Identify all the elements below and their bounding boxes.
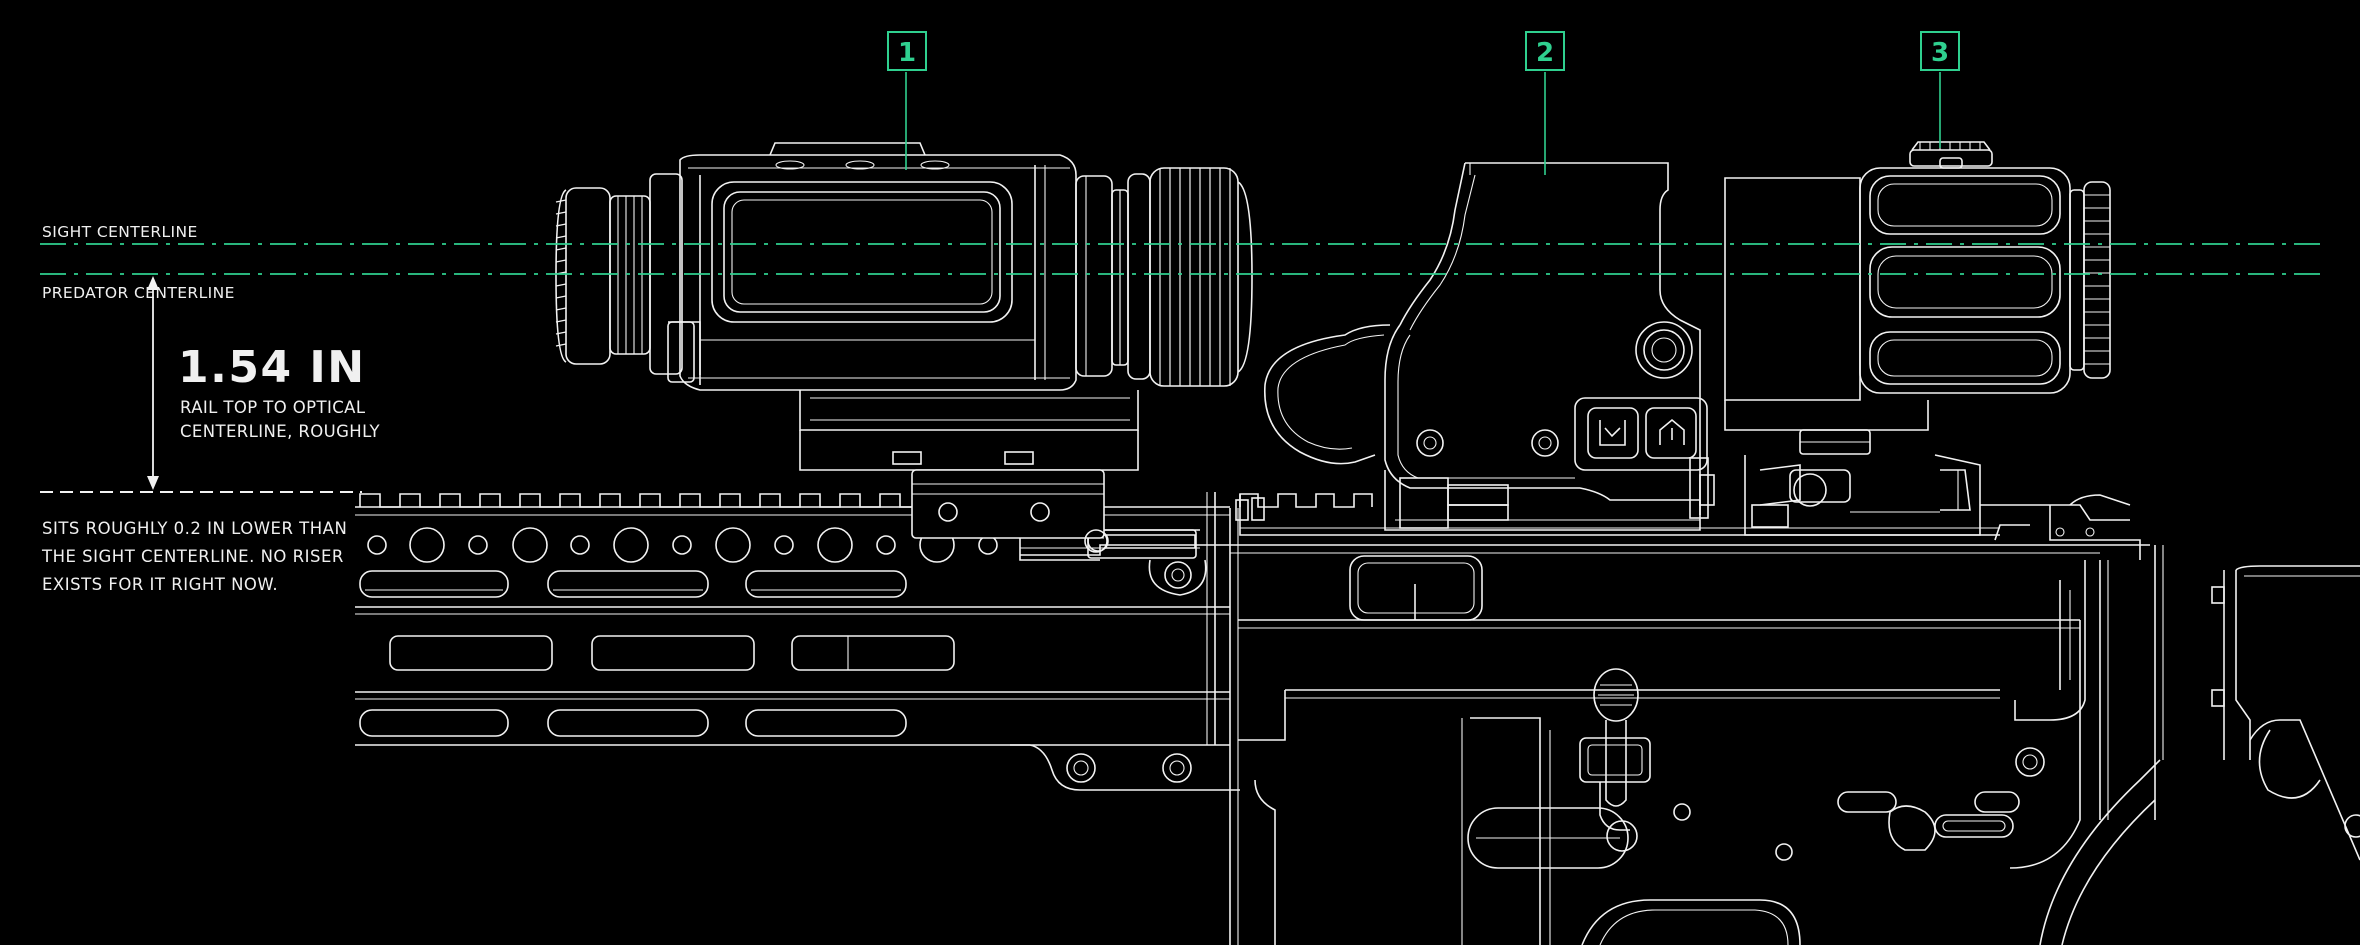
handguard — [355, 492, 1373, 791]
callout-1: 1 — [887, 31, 927, 170]
callout-2: 2 — [1525, 31, 1565, 175]
optic-3-magnifier — [1724, 141, 2111, 536]
measurement-caption-line2: CENTERLINE, ROUGHLY — [180, 422, 380, 441]
upper-receiver — [1229, 494, 2360, 945]
measurement-value: 1.54 IN — [178, 342, 366, 393]
optic-1-thermal-clip-on — [555, 142, 1253, 561]
callout-3-number: 3 — [1931, 38, 1949, 68]
optic-2-holographic-sight — [1264, 162, 1715, 531]
measurement-caption-line1: RAIL TOP TO OPTICAL — [180, 398, 366, 417]
front-lower-mount — [1020, 497, 1265, 596]
callout-3: 3 — [1920, 31, 1960, 148]
predator-note: SITS ROUGHLY 0.2 IN LOWER THAN THE SIGHT… — [42, 515, 362, 599]
predator-note-line3: EXISTS FOR IT RIGHT NOW. — [42, 575, 279, 594]
callout-1-number: 1 — [898, 38, 916, 68]
predator-centerline-label: PREDATOR CENTERLINE — [42, 284, 235, 302]
height-dimension — [40, 276, 362, 493]
picatinny-rail-teeth — [359, 493, 920, 508]
predator-note-line2: THE SIGHT CENTERLINE. NO RISER — [42, 547, 344, 566]
callout-2-number: 2 — [1536, 38, 1554, 68]
sight-centerline-label: SIGHT CENTERLINE — [42, 223, 198, 241]
predator-note-line1: SITS ROUGHLY 0.2 IN LOWER THAN — [42, 519, 348, 538]
handguard-round-holes — [367, 527, 998, 563]
